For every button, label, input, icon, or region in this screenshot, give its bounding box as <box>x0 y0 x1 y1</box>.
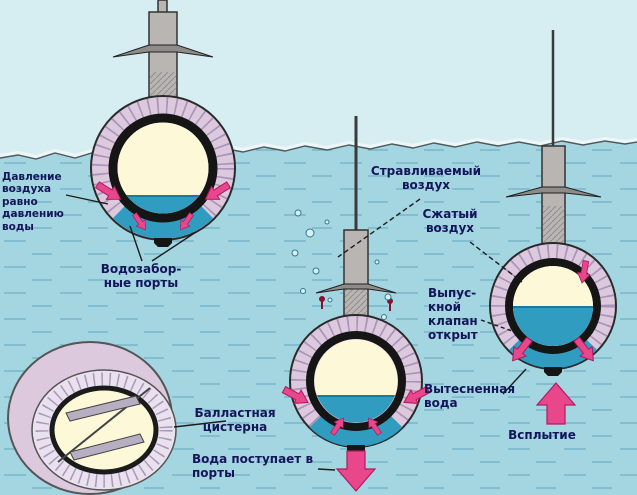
flood-port-louver <box>69 433 145 461</box>
flow-arrows <box>335 382 577 492</box>
flood-port-louver <box>65 395 141 422</box>
air-bubbles <box>291 209 392 320</box>
submarine-surfacing <box>489 30 617 376</box>
submarine-diving <box>279 116 433 454</box>
label-intake-ports: Водозабор- ные порты <box>100 262 182 291</box>
dive-plane <box>112 44 214 58</box>
submarine-surfaced <box>90 0 236 247</box>
label-vented-air: Стравливаемый воздух <box>370 164 482 193</box>
keel <box>154 238 172 247</box>
keel <box>544 367 562 376</box>
dive-plane <box>315 283 397 294</box>
descent-arrow <box>335 450 377 492</box>
label-surfacing: Всплытие <box>508 428 576 442</box>
ascent-arrow <box>535 382 577 425</box>
label-valve-open: Выпус- кной клапан открыт <box>428 286 478 343</box>
leader-lines <box>65 194 527 471</box>
label-displaced-water: Вытесненная вода <box>424 382 516 411</box>
ballast-tank-cutaway <box>7 341 177 495</box>
label-water-enters-ports: Вода поступает в порты <box>192 452 314 481</box>
dive-plane <box>505 186 602 198</box>
label-ballast-tank: Балластная цистерна <box>194 406 276 435</box>
label-air-pressure-equals-water: Давление воздуха равно давлению воды <box>2 171 64 233</box>
label-compressed-air: Сжатый воздух <box>422 207 478 236</box>
